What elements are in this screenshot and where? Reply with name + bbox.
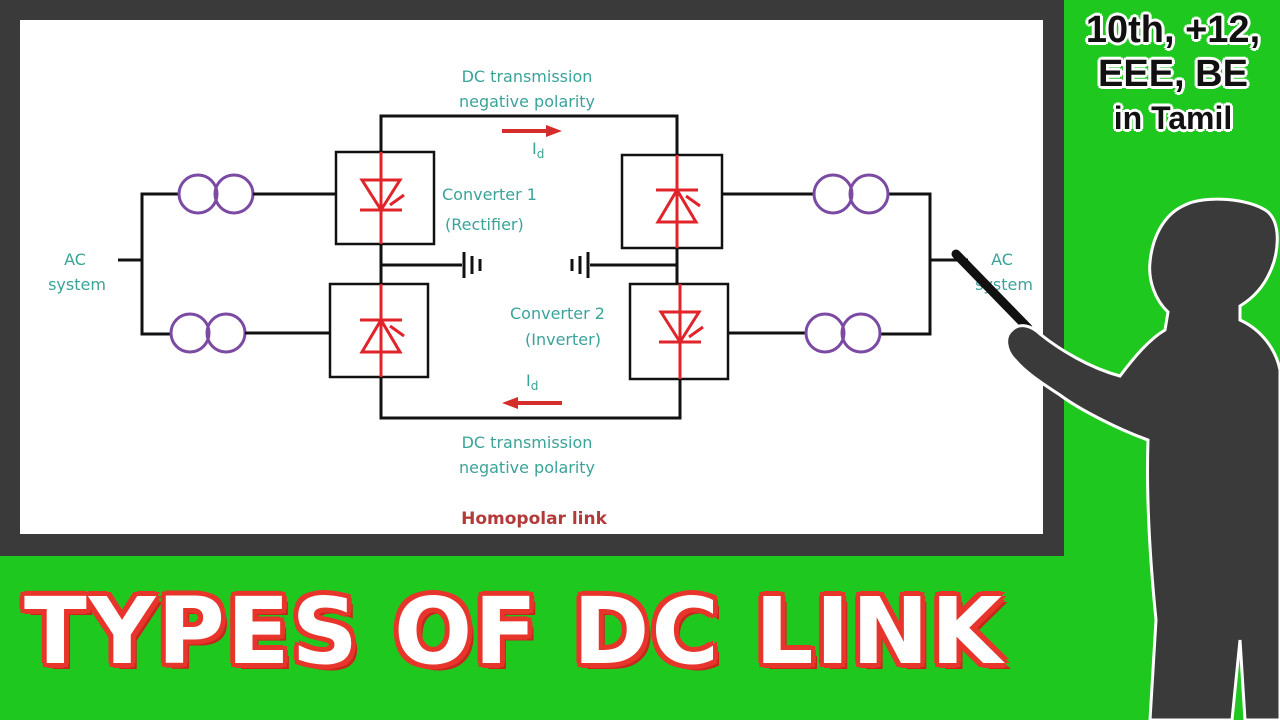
converter1-label-2: (Rectifier): [445, 215, 524, 234]
transformer-bottom-right: [728, 312, 882, 354]
ac-right-label-1: AC: [991, 250, 1013, 269]
ground-symbol-right: [570, 252, 590, 278]
board-frame: [0, 0, 1064, 556]
converter-2-upper: [620, 153, 724, 250]
current-subscript: d: [537, 147, 545, 161]
current-label-top: Id: [532, 139, 544, 161]
transformer-top-left: [177, 173, 336, 215]
top-line-label-1: DC transmission: [462, 67, 593, 86]
badge-line-2: EEE, BE: [1098, 53, 1248, 95]
audience-badge: 10th, +12, EEE, BE in Tamil: [1070, 8, 1276, 140]
current-symbol: I: [526, 371, 531, 390]
top-line-label-2: negative polarity: [459, 92, 595, 111]
ac-right-bus: [880, 192, 932, 336]
teacher-silhouette: [951, 197, 1280, 720]
bottom-line-label-1: DC transmission: [462, 433, 593, 452]
current-label-bottom: Id: [526, 371, 538, 393]
headline-title: TYPES OF DC LINK: [24, 578, 1005, 685]
ac-left-label-1: AC: [64, 250, 86, 269]
top-dc-line: [379, 114, 679, 155]
current-symbol: I: [532, 139, 537, 158]
current-subscript: d: [531, 379, 539, 393]
ac-left-bus: [140, 192, 178, 336]
transformer-top-right: [722, 173, 890, 215]
diagram-panel: [20, 20, 1043, 534]
converter-1-upper: [334, 150, 436, 246]
current-arrow-bottom: [502, 397, 562, 409]
converter2-label-1: Converter 2: [510, 304, 605, 323]
badge-line-3: in Tamil: [1113, 100, 1233, 136]
converter2-label-2: (Inverter): [525, 330, 601, 349]
current-arrow-top: [502, 125, 562, 137]
badge-line-1: 10th, +12,: [1085, 9, 1261, 51]
transformer-bottom-left: [169, 312, 330, 354]
bottom-dc-line: [379, 377, 682, 420]
converter-2-lower: [628, 282, 730, 381]
pointer-stick: [951, 249, 1033, 333]
ac-left-label-2: system: [48, 275, 106, 294]
converter1-label-1: Converter 1: [442, 185, 537, 204]
converter-1-lower: [328, 282, 430, 379]
bottom-line-label-2: negative polarity: [459, 458, 595, 477]
diagram-caption: Homopolar link: [461, 509, 608, 529]
ground-symbol-left: [462, 252, 482, 278]
